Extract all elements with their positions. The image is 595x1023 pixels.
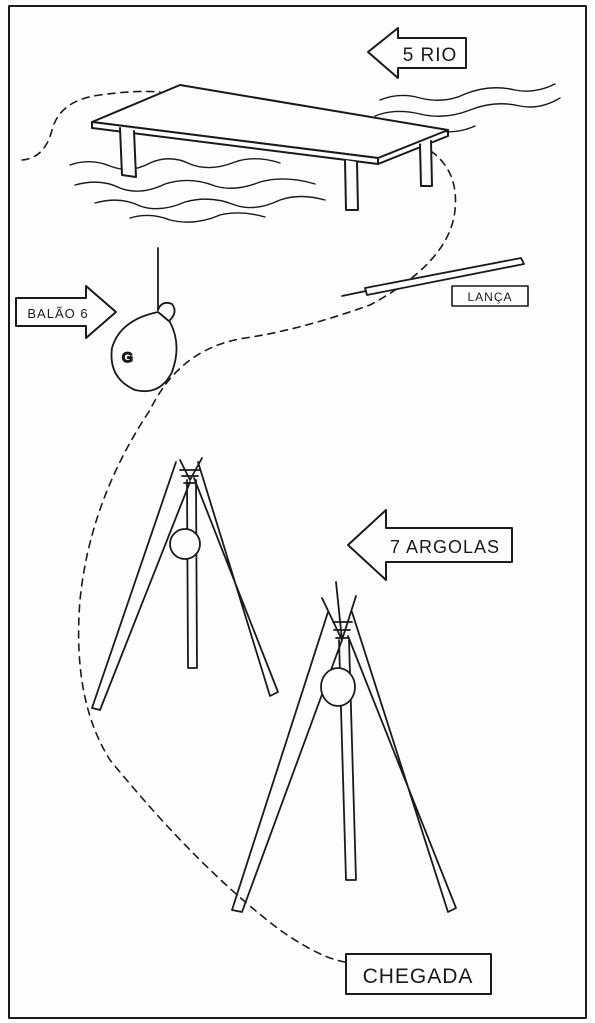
lanca-sign: LANÇA — [451, 285, 529, 307]
lance — [341, 257, 525, 297]
balloon-mark: G — [122, 349, 134, 365]
bridge-plank — [91, 84, 449, 211]
balao-label: BALÃO 6 — [27, 306, 88, 321]
route-path — [21, 90, 457, 963]
balao-sign: BALÃO 6 — [15, 285, 117, 339]
rio-label: 5 RIO — [403, 45, 458, 66]
argolas-sign: 7 ARGOLAS — [347, 509, 513, 581]
river-waves — [69, 83, 561, 223]
tripod-right — [231, 581, 457, 913]
rio-sign: 5 RIO — [367, 27, 467, 79]
balloon: G — [110, 247, 178, 393]
tripod-left — [91, 457, 279, 711]
lanca-label: LANÇA — [467, 290, 512, 304]
page-frame — [8, 5, 587, 1019]
chegada-sign: CHEGADA — [345, 953, 492, 995]
argolas-label: 7 ARGOLAS — [390, 537, 500, 557]
chegada-label: CHEGADA — [363, 965, 474, 988]
